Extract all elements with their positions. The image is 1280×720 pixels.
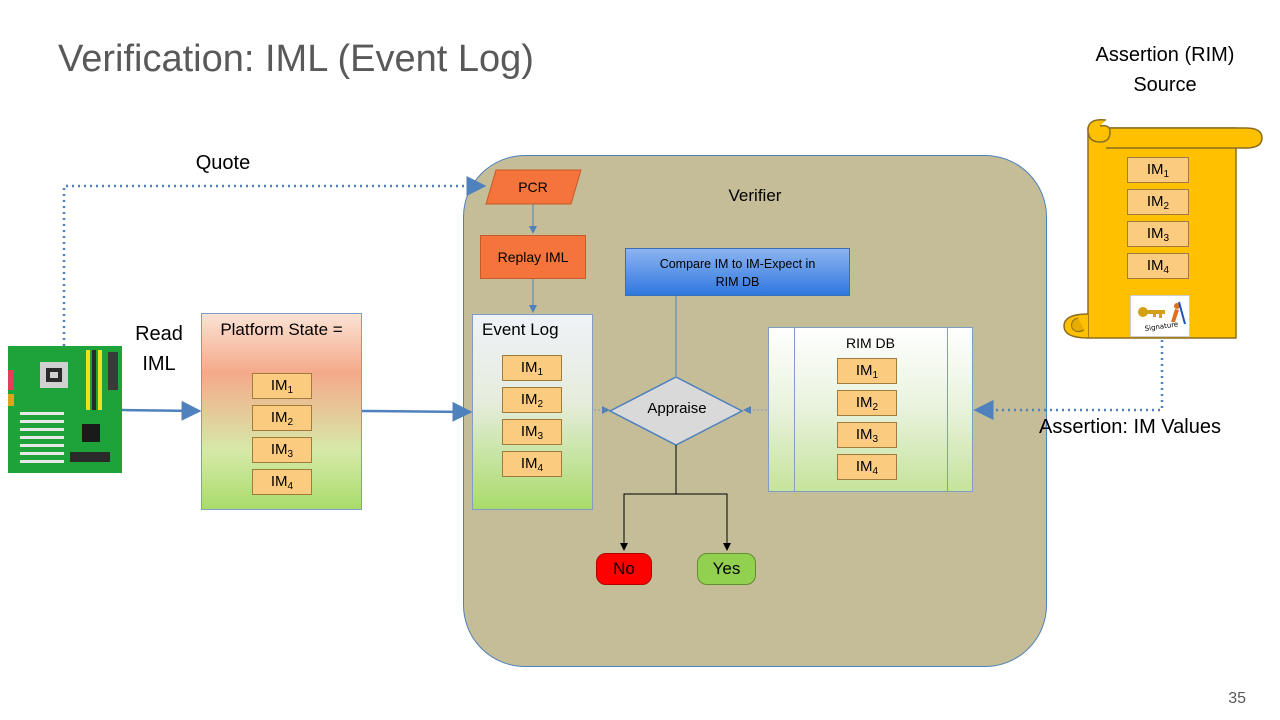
im-subscript: 4 <box>287 481 294 492</box>
im-base: IM <box>270 377 288 394</box>
signature-image: Signature <box>1130 295 1190 337</box>
slide-title: Verification: IML (Event Log) <box>58 38 534 80</box>
im-base: IM <box>520 391 538 408</box>
im-subscript: 3 <box>287 449 294 460</box>
assertion-source-label-line2: Source <box>1133 74 1197 96</box>
assertion-values-label: Assertion: IM Values <box>1039 416 1221 438</box>
replay-iml-box: Replay IML <box>480 235 586 279</box>
im-base: IM <box>855 362 873 379</box>
im-subscript: 1 <box>1163 169 1170 180</box>
im-base: IM <box>1146 193 1164 210</box>
rim-db-divider-left <box>794 327 795 492</box>
no-outcome: No <box>596 553 652 585</box>
im-base: IM <box>1146 225 1164 242</box>
im-subscript: 4 <box>1163 265 1170 276</box>
im-subscript: 3 <box>537 431 544 442</box>
platform-im-1: IM1 <box>252 373 312 399</box>
rimdb-im-4: IM4 <box>837 454 897 480</box>
scroll-im-4: IM4 <box>1127 253 1189 279</box>
im-base: IM <box>855 458 873 475</box>
compare-label-line1: Compare IM to IM-Expect in <box>659 257 816 271</box>
platform-im-4: IM4 <box>252 469 312 495</box>
im-subscript: 2 <box>1163 201 1170 212</box>
assertion-source-label-line1: Assertion (RIM) <box>1095 44 1235 66</box>
quote-label: Quote <box>195 152 251 174</box>
quote-connector <box>62 176 487 346</box>
platform-to-eventlog-arrow <box>361 401 473 422</box>
yes-outcome: Yes <box>697 553 756 585</box>
rim-db-title: RIM DB <box>846 335 895 351</box>
motherboard-icon <box>8 346 122 473</box>
platform-im-2: IM2 <box>252 405 312 431</box>
platform-state-title: Platform State = <box>220 320 343 339</box>
read-iml-label-line1: Read <box>135 323 183 345</box>
im-subscript: 2 <box>287 417 294 428</box>
im-subscript: 1 <box>872 370 879 381</box>
im-base: IM <box>520 423 538 440</box>
eventlog-im-2: IM2 <box>502 387 562 413</box>
read-iml-arrow <box>121 400 202 421</box>
compare-box: Compare IM to IM-Expect in RIM DB <box>625 248 850 296</box>
rimdb-im-1: IM1 <box>837 358 897 384</box>
eventlog-im-1: IM1 <box>502 355 562 381</box>
signature-text: Signature <box>1144 320 1179 333</box>
eventlog-im-4: IM4 <box>502 451 562 477</box>
scroll-im-1: IM1 <box>1127 157 1189 183</box>
verifier-label: Verifier <box>728 186 782 205</box>
platform-im-3: IM3 <box>252 437 312 463</box>
scroll-im-3: IM3 <box>1127 221 1189 247</box>
appraise-label: Appraise <box>647 400 707 417</box>
im-base: IM <box>1146 161 1164 178</box>
im-subscript: 4 <box>872 466 879 477</box>
im-base: IM <box>270 441 288 458</box>
im-base: IM <box>520 455 538 472</box>
scroll-im-2: IM2 <box>1127 189 1189 215</box>
read-iml-label-line2: IML <box>142 353 176 375</box>
im-base: IM <box>270 409 288 426</box>
im-base: IM <box>270 473 288 490</box>
im-subscript: 3 <box>872 434 879 445</box>
im-base: IM <box>855 426 873 443</box>
signature-key-icon: Signature <box>1138 301 1186 333</box>
rimdb-im-3: IM3 <box>837 422 897 448</box>
im-base: IM <box>520 359 538 376</box>
im-base: IM <box>1146 257 1164 274</box>
event-log-title: Event Log <box>482 320 559 339</box>
appraise-to-yes <box>676 493 731 551</box>
im-subscript: 1 <box>287 385 294 396</box>
im-subscript: 4 <box>537 463 544 474</box>
rim-db-divider-right <box>947 327 948 492</box>
rimdb-im-2: IM2 <box>837 390 897 416</box>
compare-label-line2: RIM DB <box>715 275 760 289</box>
pcr-label: PCR <box>518 179 548 195</box>
im-subscript: 1 <box>537 367 544 378</box>
im-subscript: 3 <box>1163 233 1170 244</box>
im-subscript: 2 <box>872 402 879 413</box>
appraise-to-no <box>620 445 677 551</box>
im-base: IM <box>855 394 873 411</box>
pcr-shape <box>485 169 582 205</box>
im-subscript: 2 <box>537 399 544 410</box>
assertion-connector <box>973 340 1164 420</box>
slide-number: 35 <box>1228 690 1246 707</box>
eventlog-im-3: IM3 <box>502 419 562 445</box>
